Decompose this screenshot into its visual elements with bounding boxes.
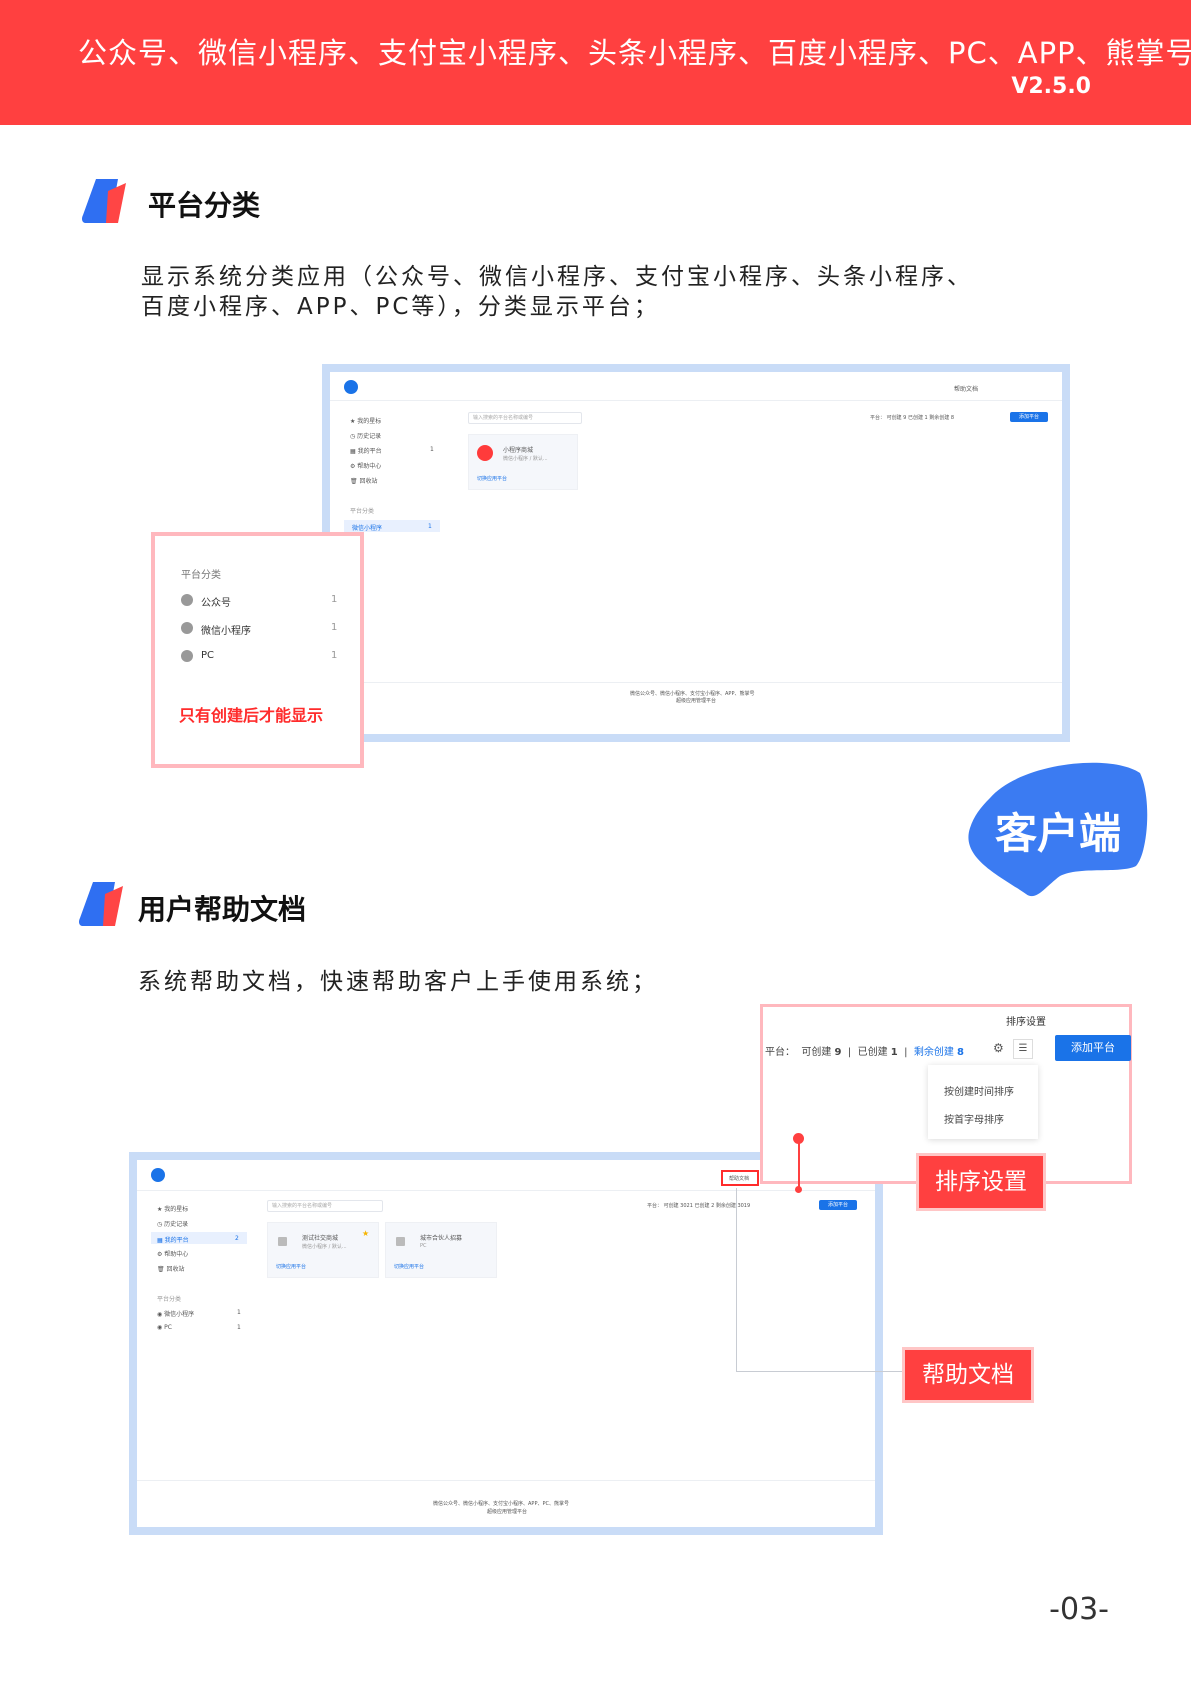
platform-count-filter-2: 平台： 可创建 3021 已创建 2 剩余创建 3019: [647, 1203, 751, 1209]
app-placeholder-icon: [278, 1237, 287, 1246]
callout-category-title: 平台分类: [181, 570, 221, 581]
sidebar-item-history[interactable]: ◷ 历史记录: [157, 1221, 189, 1228]
sort-dropdown-menu: 按创建时间排序 按首字母排序: [928, 1065, 1038, 1139]
label-sort-settings: 排序设置: [919, 1156, 1043, 1208]
sidebar-item-history[interactable]: ◷ 历史记录: [350, 433, 382, 440]
sidebar-item-platforms[interactable]: ▦ 我的平台 2: [151, 1232, 247, 1244]
add-platform-button-2[interactable]: 添加平台: [819, 1200, 857, 1210]
star-icon[interactable]: ★: [362, 1229, 370, 1238]
callout-note: 只有创建后才能显示: [179, 706, 324, 725]
pc-icon: [181, 650, 193, 662]
screenshot-platform-list: 帮助文档 输入搜索的平台名称或编号 平台： 可创建 9 已创建 1 剩余创建 8…: [322, 364, 1070, 742]
category-item-miniprogram[interactable]: 微信小程序 1: [344, 520, 440, 532]
sidebar-item-trash[interactable]: 🗑 回收站: [157, 1266, 185, 1273]
section-logo-icon-2: [79, 882, 123, 926]
section-title-platform-category: 平台分类: [148, 189, 261, 222]
sort-connector-dot: [793, 1133, 804, 1144]
app-placeholder-icon: [396, 1237, 405, 1246]
footer-line2: 超级应用管理平台: [676, 698, 717, 704]
client-badge-blob-icon: [968, 762, 1148, 897]
sort-connector-line: [798, 1138, 800, 1190]
add-platform-button[interactable]: 添加平台: [1010, 412, 1048, 422]
wechat-icon: [181, 594, 193, 606]
avatar-icon: [344, 380, 358, 394]
platform-card-1[interactable]: 测试社交商城 微信小程序 / 默认... ★ 切换应用平台: [267, 1222, 379, 1278]
sidebar-item-help[interactable]: ⚙ 帮助中心: [157, 1251, 189, 1258]
search-input-2[interactable]: 输入搜索的平台名称或编号: [267, 1200, 383, 1212]
platform-card[interactable]: 小程序商城 微信小程序 / 默认... 切换应用平台: [468, 434, 578, 490]
search-input[interactable]: 输入搜索的平台名称或编号: [468, 412, 582, 424]
topbar-divider: [330, 400, 1062, 401]
sidebar-item-star[interactable]: ★ 我的星标: [157, 1206, 189, 1213]
sort-tooltip: 排序设置: [1006, 1017, 1046, 1028]
sidebar-item-trash[interactable]: 🗑 回收站: [350, 478, 378, 485]
callout-platform-category: 平台分类 公众号 1 微信小程序 1 PC 1 只有创建后才能显示: [151, 532, 364, 768]
footer-line1: 微信公众号、微信小程序、支付宝小程序、APP、熊掌号: [630, 691, 755, 697]
miniprogram-icon: [181, 622, 193, 634]
callout-item-miniprogram[interactable]: 微信小程序 1: [181, 622, 341, 637]
section-title-help-docs: 用户帮助文档: [138, 893, 307, 926]
help-connector-vertical: [736, 1188, 737, 1372]
section-logo-icon: [82, 179, 126, 223]
header-banner: [0, 0, 1191, 125]
switch-platform-link-1[interactable]: 切换应用平台: [276, 1264, 307, 1270]
switch-platform-link-2[interactable]: 切换应用平台: [394, 1264, 425, 1270]
section-desc-line1: 显示系统分类应用（公众号、微信小程序、支付宝小程序、头条小程序、: [141, 264, 973, 290]
avatar-icon-2: [151, 1168, 165, 1182]
callout-item-official-account[interactable]: 公众号 1: [181, 594, 341, 609]
add-platform-button-large[interactable]: 添加平台: [1055, 1035, 1131, 1061]
callout-item-pc[interactable]: PC 1: [181, 650, 341, 664]
sidebar-item-star[interactable]: ★ 我的星标: [350, 418, 382, 425]
category-heading-2: 平台分类: [157, 1296, 182, 1303]
section-desc-help: 系统帮助文档，快速帮助客户上手使用系统；: [138, 969, 658, 995]
app-logo-icon: [477, 445, 493, 461]
topbar-divider-2: [137, 1190, 875, 1191]
help-doc-highlight[interactable]: 帮助文档: [721, 1170, 759, 1186]
header-title: 公众号、微信小程序、支付宝小程序、头条小程序、百度小程序、PC、APP、熊掌号: [78, 36, 1191, 70]
settings-gear-icon[interactable]: ⚙: [993, 1041, 1004, 1055]
platform-card-2[interactable]: 城市合伙人招募 PC 切换应用平台: [385, 1222, 497, 1278]
label-help-docs: 帮助文档: [905, 1350, 1031, 1400]
footer-divider: [330, 682, 1062, 683]
section-desc-line2: 百度小程序、APP、PC等），分类显示平台；: [141, 294, 660, 320]
category-heading: 平台分类: [350, 508, 375, 515]
sort-menu-icon[interactable]: ☰: [1013, 1039, 1033, 1059]
platform-count-filter: 平台： 可创建 9 已创建 1 剩余创建 8: [870, 415, 955, 421]
footer-line2-2: 超级应用管理平台: [487, 1509, 528, 1515]
client-badge-text: 客户端: [995, 809, 1122, 858]
sort-option-created-time[interactable]: 按创建时间排序: [944, 1087, 1014, 1098]
version-label: V2.5.0: [1011, 74, 1091, 99]
sort-connector-end-dot: [795, 1186, 802, 1193]
screenshot-help-docs: 帮助文档 输入搜索的平台名称或编号 平台： 可创建 3021 已创建 2 剩余创…: [129, 1152, 883, 1535]
callout-sort-settings: 排序设置 平台： 可创建 9 | 已创建 1 | 剩余创建 8 ⚙ ☰ 添加平台…: [760, 1004, 1132, 1184]
switch-platform-link[interactable]: 切换应用平台: [477, 476, 508, 482]
help-connector-horizontal: [736, 1371, 904, 1372]
page-number: -03-: [1049, 1592, 1109, 1627]
sort-option-alphabet[interactable]: 按首字母排序: [944, 1115, 1004, 1126]
footer-line1-2: 微信公众号、微信小程序、支付宝小程序、APP、PC、熊掌号: [433, 1501, 569, 1507]
sidebar-item-help[interactable]: ⚙ 帮助中心: [350, 463, 382, 470]
footer-divider-2: [137, 1480, 875, 1481]
help-doc-link[interactable]: 帮助文档: [954, 386, 979, 393]
sort-filter-row: 平台： 可创建 9 | 已创建 1 | 剩余创建 8: [765, 1047, 965, 1058]
